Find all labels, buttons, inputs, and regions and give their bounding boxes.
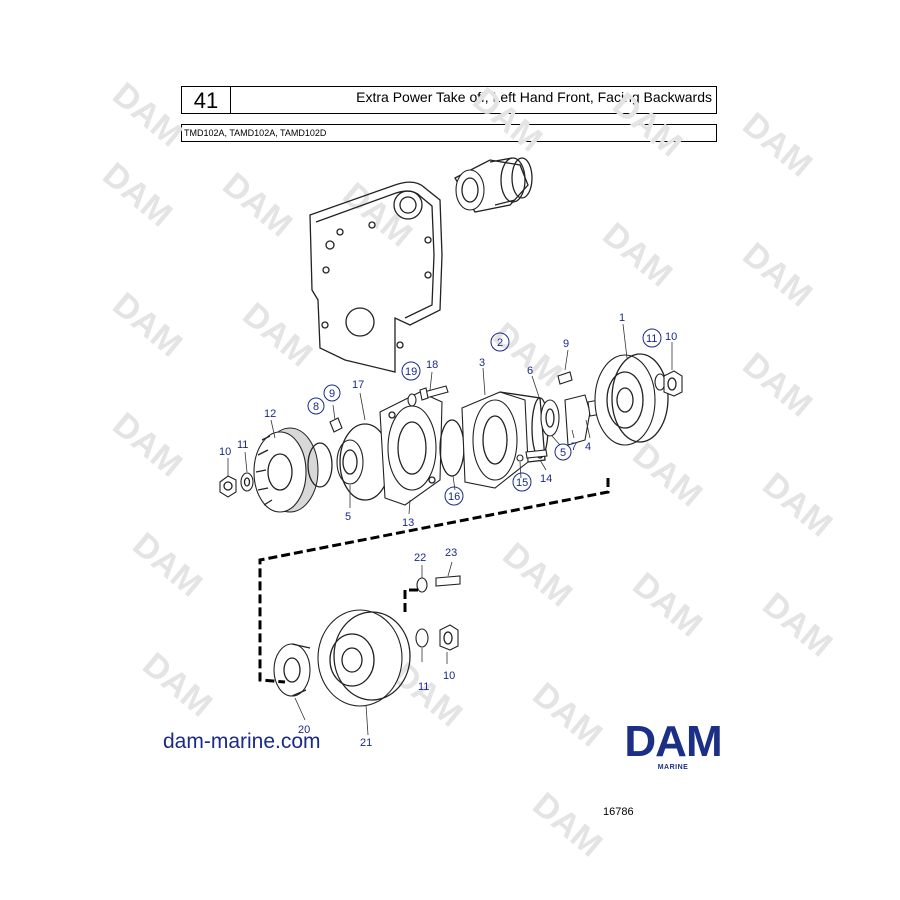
callout-9-left: 9 bbox=[329, 388, 335, 400]
callout-5-right: 5 bbox=[560, 447, 566, 459]
callout-23: 23 bbox=[445, 547, 457, 559]
nut-10-left bbox=[219, 475, 237, 498]
flange-13 bbox=[379, 391, 443, 506]
callout-22: 22 bbox=[414, 552, 426, 564]
callout-17: 17 bbox=[352, 379, 364, 391]
watermark: DAM bbox=[465, 80, 549, 159]
key-8 bbox=[329, 417, 343, 433]
watermark: DAM bbox=[605, 85, 689, 164]
callout-9-right: 9 bbox=[563, 338, 569, 350]
bolt-18 bbox=[407, 385, 449, 407]
leader-lines bbox=[227, 323, 673, 736]
washer-11-lower bbox=[415, 628, 429, 648]
watermark: DAM bbox=[235, 295, 319, 374]
pulley-21 bbox=[317, 609, 411, 707]
watermark: DAM bbox=[125, 525, 209, 604]
callout-20: 20 bbox=[298, 724, 310, 736]
page-title: Extra Power Take off, Left Hand Front, F… bbox=[356, 89, 712, 105]
watermark: DAM bbox=[735, 345, 819, 424]
callout-11-lower: 11 bbox=[418, 681, 429, 693]
page-number: 41 bbox=[182, 87, 231, 113]
callout-16: 16 bbox=[448, 491, 460, 503]
watermark: DAM bbox=[335, 175, 419, 254]
callout-13: 13 bbox=[402, 517, 414, 529]
callout-11-right: 11 bbox=[646, 333, 657, 345]
watermark: DAM bbox=[495, 535, 579, 614]
watermark: DAM bbox=[735, 105, 819, 184]
logo-wordmark: DAM bbox=[624, 717, 722, 766]
callout-3: 3 bbox=[479, 357, 485, 369]
logo-subtext: MARINE bbox=[657, 764, 689, 771]
website-link[interactable]: dam-marine.com bbox=[163, 730, 321, 753]
watermark: DAM bbox=[105, 405, 189, 484]
bearing-5-right bbox=[540, 399, 560, 437]
assembly-link-line bbox=[258, 478, 610, 684]
watermark: DAM bbox=[735, 235, 819, 314]
watermark: DAM bbox=[595, 215, 679, 294]
bolt-link-line bbox=[403, 588, 420, 612]
screw-14 bbox=[516, 449, 548, 462]
watermark: DAM bbox=[135, 645, 219, 724]
nut-10-right bbox=[663, 370, 683, 397]
callout-2: 2 bbox=[497, 337, 503, 349]
timing-cover bbox=[309, 181, 443, 373]
hub-20 bbox=[273, 643, 311, 697]
bearing-5-left bbox=[336, 439, 364, 485]
callout-11-left: 11 bbox=[237, 439, 248, 451]
callout-4: 4 bbox=[585, 441, 591, 453]
callout-2-circle bbox=[490, 332, 510, 352]
callout-18: 18 bbox=[426, 359, 438, 371]
callout-1: 1 bbox=[619, 312, 625, 324]
key-9-right bbox=[557, 371, 573, 385]
callout-10-left: 10 bbox=[219, 446, 231, 458]
callout-8: 8 bbox=[313, 401, 319, 413]
watermark: DAM bbox=[755, 465, 839, 544]
callout-15: 15 bbox=[516, 477, 528, 489]
watermark: DAM bbox=[105, 75, 189, 154]
watermark: DAM bbox=[525, 675, 609, 754]
callout-5-left: 5 bbox=[345, 511, 351, 523]
callout-19: 19 bbox=[405, 366, 417, 378]
watermark: DAM bbox=[625, 435, 709, 514]
callout-6: 6 bbox=[527, 365, 533, 377]
watermark: DAM bbox=[215, 165, 299, 244]
callout-12: 12 bbox=[264, 408, 276, 420]
figure-code: 16786 bbox=[603, 806, 634, 818]
watermark: DAM bbox=[95, 155, 179, 234]
housing-3 bbox=[461, 391, 549, 489]
watermark: DAM bbox=[625, 565, 709, 644]
washer-11-left bbox=[240, 472, 254, 492]
watermark: DAM bbox=[485, 315, 569, 394]
bolt-23 bbox=[435, 575, 461, 587]
title-bar: 41 Extra Power Take off, Left Hand Front… bbox=[181, 86, 717, 114]
watermark: DAM bbox=[105, 285, 189, 364]
washer-22 bbox=[416, 577, 428, 593]
callouts: 1 2 3 4 5 5 6 7 8 9 9 10 10 10 11 11 11 … bbox=[219, 312, 677, 749]
watermark: DAM bbox=[525, 785, 609, 864]
callout-14: 14 bbox=[540, 473, 552, 485]
o-ring-small bbox=[307, 442, 333, 488]
gear-12 bbox=[253, 427, 319, 513]
callout-21: 21 bbox=[360, 737, 372, 749]
nut-10-lower bbox=[439, 624, 459, 651]
callout-10-lower: 10 bbox=[443, 670, 455, 682]
watermark: DAM bbox=[755, 585, 839, 664]
callout-7: 7 bbox=[571, 441, 577, 453]
brand-logo: DAM MARINE bbox=[607, 717, 739, 772]
model-list: TMD102A, TAMD102A, TAMD102D bbox=[181, 124, 717, 142]
coupling-housing bbox=[454, 157, 533, 213]
pulley-1 bbox=[594, 353, 669, 446]
o-ring-16 bbox=[439, 419, 465, 477]
callout-10-right: 10 bbox=[665, 331, 677, 343]
